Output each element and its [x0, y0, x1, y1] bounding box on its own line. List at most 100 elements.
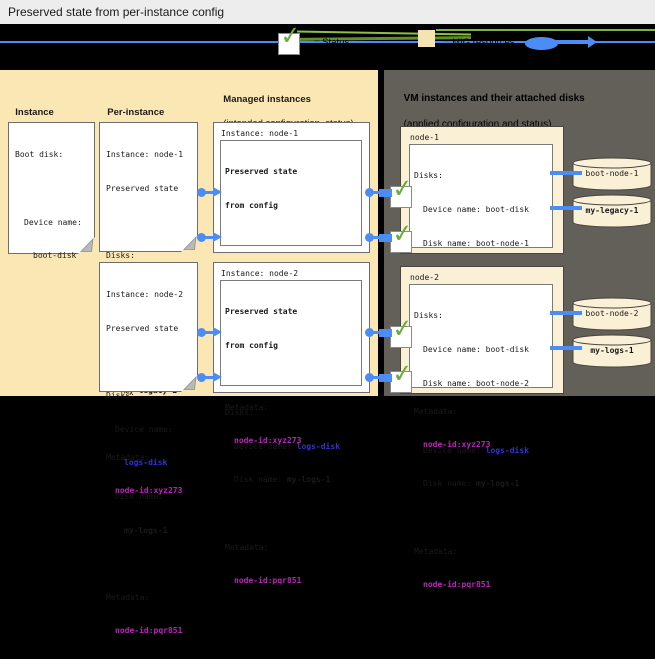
- vm-stateful-device-line: Device name: logs-disk: [423, 445, 529, 455]
- vm-disks-label: Disks:: [414, 311, 443, 321]
- legend-applied-label: = Applied configuration: [558, 50, 655, 61]
- preserved-state-box: Preserved state from config Disks: Devic…: [220, 140, 362, 445]
- check-icon: ✓: [390, 312, 415, 345]
- vm-metadata-label: Metadata:: [414, 546, 458, 556]
- managed-instance-title: Instance: node-2: [221, 269, 299, 278]
- legend-checkbox: ✓: [278, 20, 302, 55]
- arrow-right-icon: [213, 372, 222, 382]
- disk-label: boot-node-2: [585, 309, 639, 318]
- arrow-right-icon: [213, 327, 222, 337]
- legend-mig-swatch: [418, 30, 435, 47]
- per-instance-config-node-2: Instance: node-2 Preserved state Disks: …: [99, 262, 198, 635]
- device-name-value: boot-disk: [33, 251, 77, 261]
- config-metadata-label: Metadata:: [106, 592, 150, 602]
- managed-metadata-label: Metadata:: [225, 542, 269, 552]
- disk-connector-line: [550, 171, 582, 175]
- connector-dot: [365, 328, 374, 337]
- vm-instance-node-1: node-1 Disks: Device name: boot-disk Dis…: [390, 126, 564, 449]
- preserved-state-box: Preserved state from config Disks: Devic…: [220, 280, 362, 585]
- page-fold-icon: [78, 237, 95, 254]
- vm-boot-device-line: Device name: boot-disk: [423, 205, 529, 215]
- disk-icon: boot-node-2: [572, 297, 652, 331]
- connector-dot: [365, 373, 374, 382]
- legend-status-label: = Status: [314, 37, 350, 48]
- config-disks-label: Disks:: [106, 251, 135, 261]
- check-icon: ✓: [278, 19, 303, 52]
- config-preserved-line: Preserved state: [106, 184, 179, 194]
- vm-text: Disks: Device name: boot-disk Disk name:…: [410, 285, 552, 613]
- config-instance-line: Instance: node-1: [106, 150, 184, 160]
- status-checkbox: ✓: [390, 173, 414, 208]
- instance-template-text: Boot disk: Device name: boot-disk: [9, 123, 94, 284]
- arrow-right-icon: [213, 187, 222, 197]
- disk-connector-line: [550, 311, 582, 315]
- vm-stateful-disk-line: Disk name: my-logs-1: [423, 479, 520, 489]
- disk-icon: my-logs-1: [572, 334, 652, 368]
- legend-blue-arrow-shaft: [556, 40, 590, 44]
- managed-preserved-line2: from config: [225, 341, 278, 351]
- connector-dot: [365, 188, 374, 197]
- vm-disks-label: Disks:: [414, 171, 443, 181]
- vm-boot-disk-line: Disk name: boot-node-1: [423, 238, 529, 248]
- managed-disks-label: Disks:: [225, 408, 254, 418]
- disk-icon: my-legacy-1: [572, 194, 652, 228]
- vm-node-id: node-id:pqr851: [423, 580, 491, 590]
- legend-blue-line: [0, 41, 655, 43]
- connector-line: [371, 236, 381, 239]
- arrow-right-icon: [588, 36, 597, 48]
- connector-line: [203, 376, 215, 379]
- config-device-label: Device name:: [115, 424, 173, 434]
- managed-preserved-line1: Preserved state: [225, 167, 298, 177]
- disk-connector-line: [550, 346, 582, 350]
- connector-arrow-block: [379, 329, 392, 337]
- disk-label: my-legacy-1: [585, 206, 639, 215]
- connector-arrow-block: [379, 234, 392, 242]
- page-fold-icon: [181, 375, 198, 392]
- check-icon: ✓: [390, 357, 415, 390]
- config-text: Instance: node-2 Preserved state Disks: …: [100, 263, 197, 659]
- legend-green-arrow-upper: [296, 30, 472, 36]
- disk-connector-line: [550, 206, 582, 210]
- config-instance-line: Instance: node-2: [106, 290, 184, 300]
- vm-detail-box: Disks: Device name: boot-disk Disk name:…: [409, 144, 553, 449]
- connector-line: [203, 236, 215, 239]
- disk-icon: boot-node-1: [572, 157, 652, 191]
- connector-dot: [197, 328, 206, 337]
- connector-line: [371, 331, 381, 334]
- config-node-id: node-id:pqr851: [115, 626, 183, 636]
- boot-disk-label: Boot disk:: [15, 150, 64, 160]
- status-checkbox: ✓: [390, 358, 414, 393]
- managed-instance-title: Instance: node-1: [221, 129, 299, 138]
- vm-name: node-2: [410, 273, 439, 282]
- page-title: Preserved state from per-instance config: [8, 5, 225, 19]
- config-disk-label: Disk name:: [115, 492, 164, 502]
- per-instance-config-node-1: Instance: node-1 Preserved state Disks: …: [99, 122, 198, 495]
- legend-band: ✓ = Status = MIG resources = Applied con…: [0, 20, 655, 70]
- managed-instance-node-1: Instance: node-1 Preserved state from co…: [213, 122, 370, 445]
- connector-line: [371, 376, 381, 379]
- managed-text: Preserved state from config Disks: Devic…: [221, 281, 361, 609]
- vm-boot-device-line: Device name: boot-disk: [423, 345, 529, 355]
- title-bar: Preserved state from per-instance config: [0, 0, 655, 24]
- connector-line: [371, 191, 381, 194]
- legend-mig-label: = MIG resources: [444, 37, 515, 48]
- managed-disk-line: Disk name: my-logs-1: [234, 475, 331, 485]
- page-fold-icon: [181, 235, 198, 252]
- connector-arrow-block: [379, 374, 392, 382]
- status-checkbox: ✓: [390, 218, 414, 253]
- managed-instance-node-2: Instance: node-2 Preserved state from co…: [213, 262, 370, 585]
- arrow-right-icon: [213, 232, 222, 242]
- vm-panel-header: VM instances and their attached disks (a…: [403, 93, 585, 130]
- connector-line: [203, 331, 215, 334]
- config-device-value: logs-disk: [124, 458, 168, 468]
- managed-preserved-line1: Preserved state: [225, 307, 298, 317]
- connector-dot: [197, 233, 206, 242]
- check-icon: ✓: [390, 172, 415, 205]
- instance-template-box: Boot disk: Device name: boot-disk: [8, 122, 95, 260]
- vm-boot-disk-line: Disk name: boot-node-2: [423, 378, 529, 388]
- vm-detail-box: Disks: Device name: boot-disk Disk name:…: [409, 284, 553, 589]
- connector-line: [203, 191, 215, 194]
- legend-blue-ellipse: [525, 37, 558, 50]
- managed-device-line: Device name: logs-disk: [234, 441, 340, 451]
- connector-arrow-block: [379, 189, 392, 197]
